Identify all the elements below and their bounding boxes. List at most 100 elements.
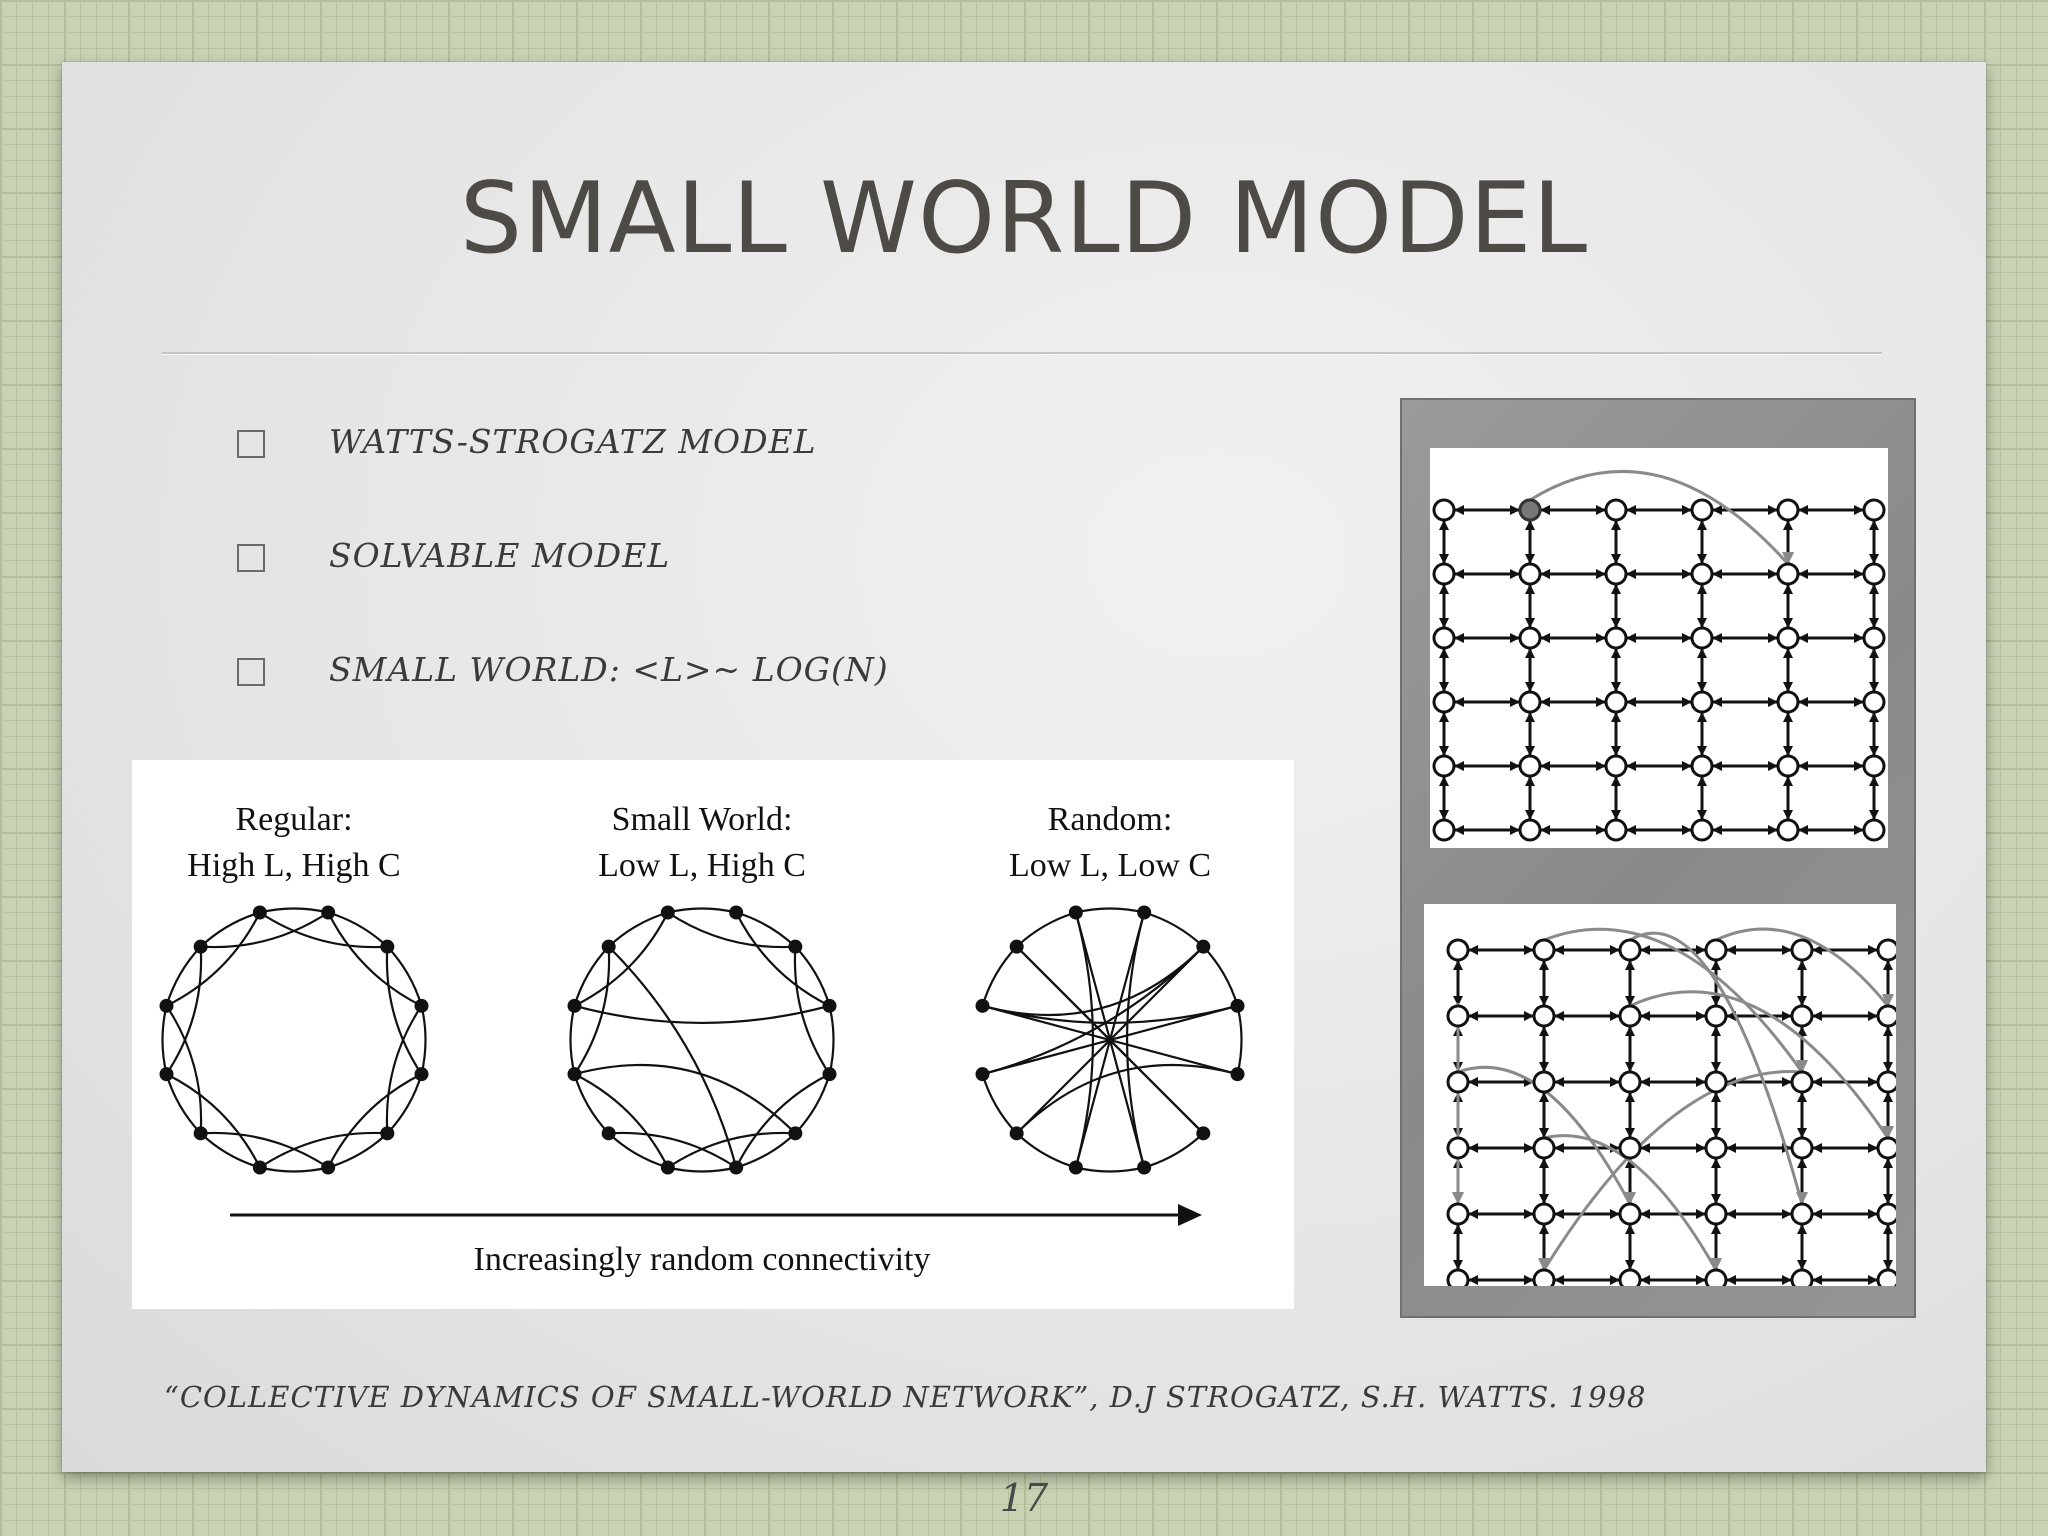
arrowhead-icon (1510, 825, 1520, 835)
lattice-node (1618, 1004, 1642, 1028)
network-edge (327, 1073, 422, 1168)
rewired-edge (1529, 470, 1790, 566)
network-edge (1143, 911, 1205, 948)
arrowhead-icon (1869, 648, 1879, 658)
lattice-node (1432, 754, 1456, 778)
arrowhead-icon (1540, 505, 1550, 515)
lattice-node (1690, 754, 1714, 778)
small-world-desc: Low L, High C (598, 847, 806, 884)
arrowhead-icon (1869, 682, 1879, 692)
network-edge (1236, 1005, 1243, 1075)
lattice-node (1604, 498, 1628, 522)
network-node (321, 1160, 336, 1175)
arrowhead-icon (1454, 569, 1464, 579)
lattice-node (1704, 1004, 1728, 1028)
arrowhead-icon (1696, 1275, 1706, 1285)
arrowhead-icon (1783, 648, 1793, 658)
network-node (252, 1160, 267, 1175)
rewired-edge (1542, 1070, 1803, 1271)
arrowhead-icon (1712, 697, 1722, 707)
lattice-node (1790, 938, 1814, 962)
lattice-node (1876, 938, 1900, 962)
arrowhead-icon (1798, 505, 1808, 515)
arrowhead-icon (1540, 697, 1550, 707)
bullet-text: SMALL WORLD: <L>~ LOG(N) (329, 650, 889, 689)
arrowhead-icon (1726, 1143, 1736, 1153)
arrowhead-icon (1454, 633, 1464, 643)
arrowhead-icon (1696, 1077, 1706, 1087)
arrowhead-icon (1696, 945, 1706, 955)
network-edge (1143, 1132, 1205, 1169)
lattice-node (1604, 754, 1628, 778)
network-edge (165, 1005, 203, 1134)
arrowhead-icon (1525, 648, 1535, 658)
lattice-node (1446, 1136, 1470, 1160)
lattice-node (1704, 1070, 1728, 1094)
lattice-node (1432, 818, 1456, 842)
arrowhead-icon (1625, 1260, 1635, 1270)
arrowhead-icon (1854, 825, 1864, 835)
network-node (567, 998, 582, 1013)
arrowhead-icon (1439, 776, 1449, 786)
arrowhead-icon (1812, 1143, 1822, 1153)
network-edge (1075, 1166, 1145, 1173)
network-edge (981, 1073, 1018, 1135)
arrowhead-icon (1439, 618, 1449, 628)
lattice-node (1862, 626, 1886, 650)
arrowhead-icon (1797, 1224, 1807, 1234)
network-node (193, 939, 208, 954)
network-edge (828, 1005, 835, 1075)
arrowhead-icon (1711, 960, 1721, 970)
network-comparison-figure: Regular: High L, High C Small World: Low… (132, 760, 1294, 1309)
arrowhead-icon (1539, 1158, 1549, 1168)
arrowhead-icon (1783, 618, 1793, 628)
network-node (1137, 905, 1152, 920)
arrowhead-icon (1439, 682, 1449, 692)
arrowhead-icon (1783, 520, 1793, 530)
network-node (1068, 905, 1083, 920)
arrowhead-icon (1869, 584, 1879, 594)
arrowhead-icon (1611, 554, 1621, 564)
network-node (1009, 1126, 1024, 1141)
arrowhead-icon (1439, 810, 1449, 820)
lattice-node (1690, 690, 1714, 714)
network-node (822, 998, 837, 1013)
arrowhead-icon (1453, 1260, 1463, 1270)
arrowhead-icon (1540, 825, 1550, 835)
arrowhead-icon (1782, 1275, 1792, 1285)
arrowhead-icon (1525, 682, 1535, 692)
arrowhead-icon (1682, 761, 1692, 771)
checkbox-icon (237, 658, 265, 686)
arrowhead-icon (1640, 1077, 1650, 1087)
arrowhead-icon (1510, 761, 1520, 771)
arrowhead-icon (1611, 810, 1621, 820)
network-edge (1015, 945, 1205, 1135)
arrowhead-icon (1596, 505, 1606, 515)
lattice-panel-top (1430, 448, 1888, 848)
arrowhead-icon (1882, 1126, 1894, 1138)
arrowhead-icon (1710, 1258, 1722, 1270)
arrowhead-icon (1539, 1026, 1549, 1036)
lattice-node (1790, 1202, 1814, 1226)
arrowhead-icon (1454, 697, 1464, 707)
arrowhead-icon (1454, 825, 1464, 835)
arrowhead-icon (1525, 746, 1535, 756)
title-divider (162, 352, 1882, 355)
arrowhead-icon (1798, 761, 1808, 771)
arrowhead-icon (1797, 996, 1807, 1006)
lattice-node (1432, 626, 1456, 650)
network-edge (420, 1005, 427, 1075)
citation: “COLLECTIVE DYNAMICS OF SMALL-WORLD NETW… (164, 1380, 1647, 1414)
lattice-panel-bottom (1424, 904, 1900, 1292)
network-edge (735, 1073, 830, 1168)
lattice-node (1862, 754, 1886, 778)
lattice-node (1690, 626, 1714, 650)
lattice-node (1776, 562, 1800, 586)
arrowhead-icon (1625, 1062, 1635, 1072)
network-edge (569, 1005, 576, 1075)
arrowhead-icon (1539, 1062, 1549, 1072)
network-edge (259, 911, 388, 949)
arrowhead-icon (1468, 1077, 1478, 1087)
arrow-label: Increasingly random connectivity (474, 1241, 931, 1278)
lattice-node (1618, 1202, 1642, 1226)
